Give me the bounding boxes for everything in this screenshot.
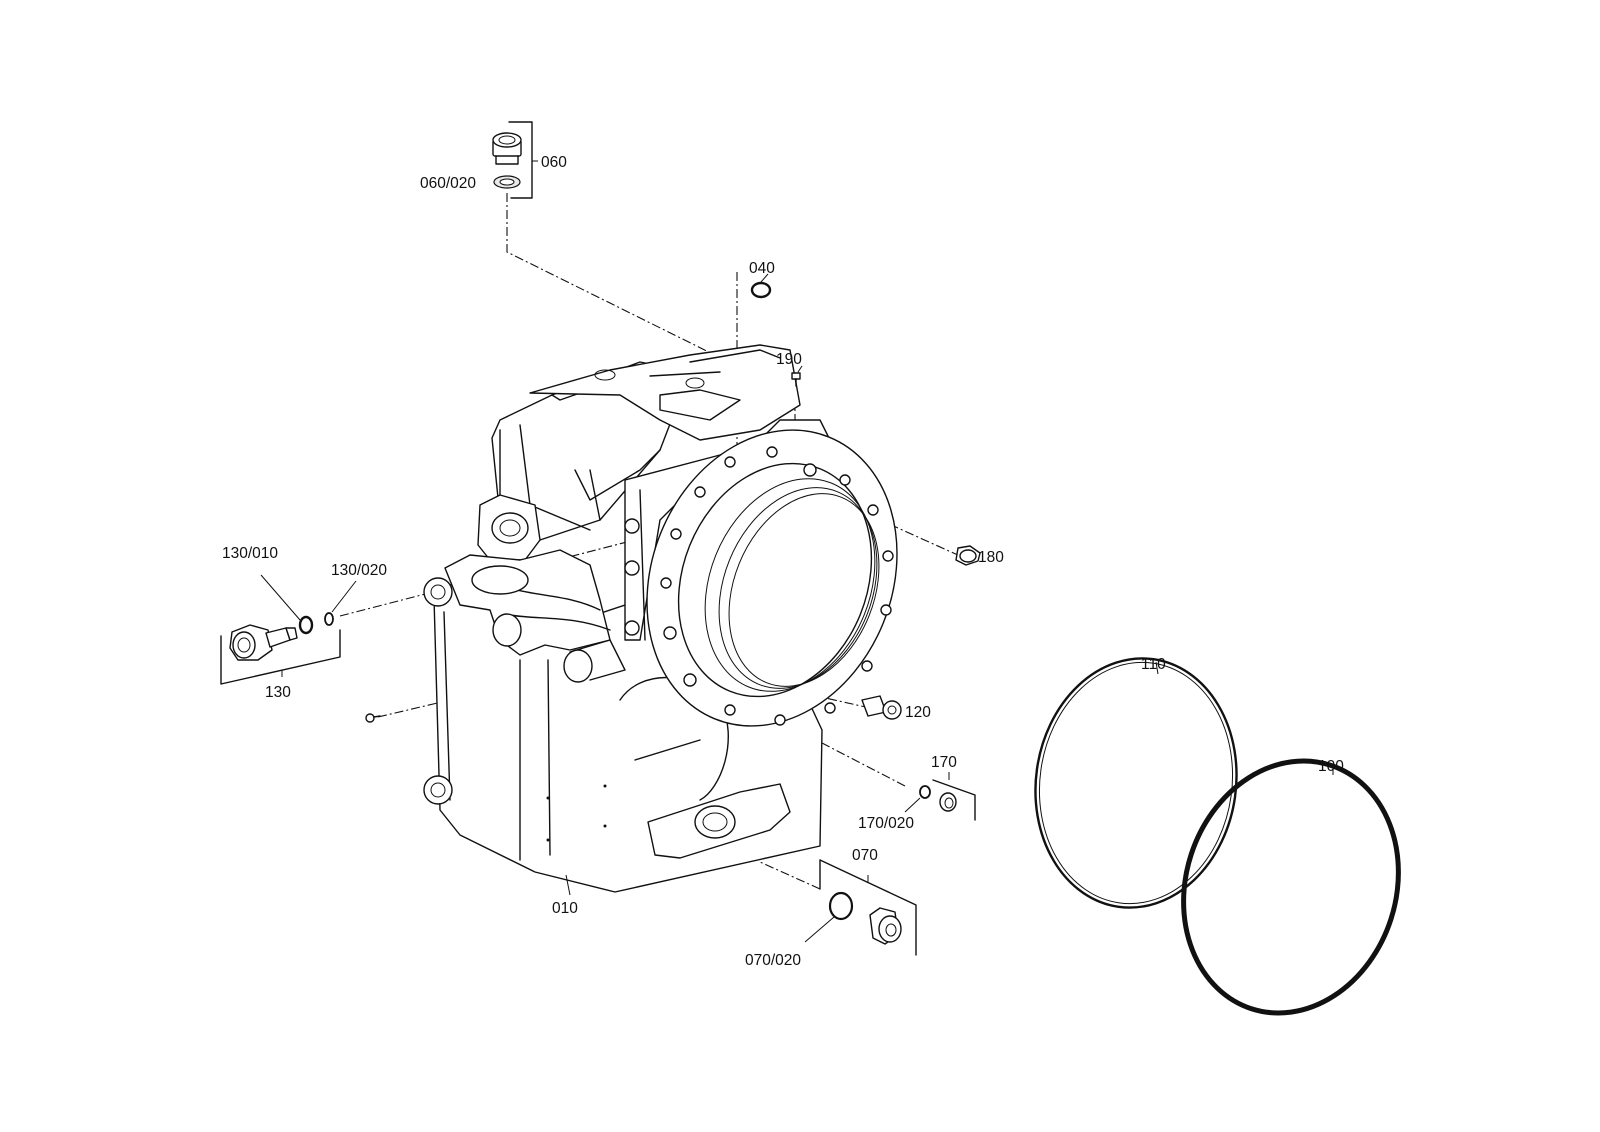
label-060-020: 060/020 [420, 175, 476, 192]
ring-130-010-icon [298, 615, 314, 635]
o-ring-040-icon [750, 281, 772, 299]
label-130: 130 [265, 684, 291, 701]
label-130-010: 130/010 [222, 545, 278, 562]
label-070: 070 [852, 847, 878, 864]
label-170: 170 [931, 754, 957, 771]
label-010: 010 [552, 900, 578, 917]
bracket-070 [819, 859, 917, 956]
seal-ring-060-020-icon [493, 175, 521, 189]
bracket-130 [220, 629, 341, 685]
small-screw-190-icon [791, 372, 801, 387]
label-120: 120 [905, 704, 931, 721]
label-190: 190 [776, 351, 802, 368]
ring-130-020-icon [324, 612, 334, 626]
cap-screw-120-icon [861, 695, 902, 720]
label-040: 040 [749, 260, 775, 277]
label-100: 100 [1318, 758, 1344, 775]
screw-plug-060-icon [492, 132, 522, 165]
label-130-020: 130/020 [331, 562, 387, 579]
part-labels: 060 060/020 040 190 180 130/010 130/020 … [222, 154, 1344, 969]
bracket-170 [932, 779, 976, 821]
o-ring-100-icon [1181, 758, 1401, 1016]
breather-valve-180-icon [955, 545, 981, 566]
label-070-020: 070/020 [745, 952, 801, 969]
label-110: 110 [1141, 656, 1166, 673]
housing-dots [546, 784, 607, 842]
flange-bolt-holes [660, 446, 894, 726]
ring-170-020-icon [919, 785, 931, 799]
housing-010-icon [423, 344, 898, 893]
valve-130-icon [229, 624, 298, 661]
o-ring-110-icon [1034, 657, 1238, 909]
ring-070-020-icon [828, 891, 854, 921]
bracket-060 [508, 121, 533, 199]
screw-plug-170-icon [939, 792, 957, 812]
small-screw-icon [365, 713, 381, 723]
label-060: 060 [541, 154, 567, 171]
screw-plug-070-icon [869, 907, 902, 945]
label-170-020: 170/020 [858, 815, 914, 832]
label-180: 180 [978, 549, 1004, 566]
